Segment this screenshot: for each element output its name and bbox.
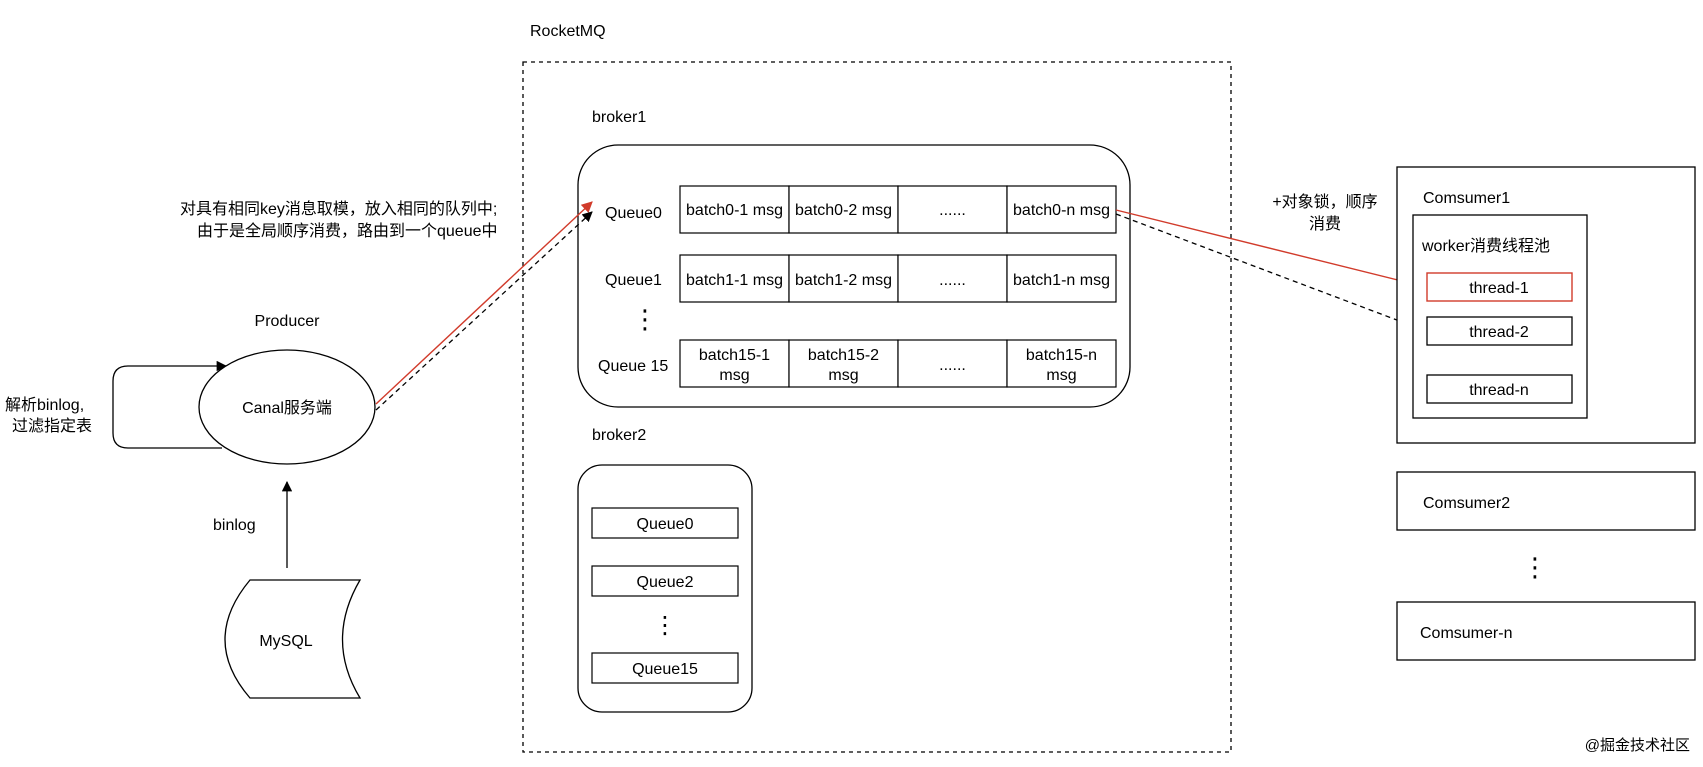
- producer-loop-label: 过滤指定表: [12, 417, 92, 435]
- producer-loop-label: 解析binlog,: [5, 396, 84, 414]
- producer-self-loop: [112, 360, 228, 449]
- lock-note-line: 消费: [1309, 215, 1341, 233]
- message-cell-label: batch1-2 msg: [795, 272, 892, 289]
- message-cell-label: batch0-1 msg: [686, 202, 783, 219]
- worker-pool-title: worker消费线程池: [1421, 237, 1550, 255]
- broker1-queue-label: Queue1: [605, 272, 662, 289]
- thread-label: thread-2: [1469, 324, 1529, 341]
- broker2-queue-label: Queue2: [637, 574, 694, 591]
- rocketmq-container: [522, 61, 1232, 753]
- lock-note-line: +对象锁，顺序: [1272, 193, 1377, 211]
- broker2-queue: [591, 507, 739, 539]
- broker1-ellipsis: ⋮: [632, 304, 658, 334]
- thread-n-box: [1426, 374, 1573, 404]
- broker2-title: broker2: [592, 427, 646, 444]
- thread-label: thread-n: [1469, 382, 1529, 399]
- message-cell-label: batch0-n msg: [1013, 202, 1110, 219]
- message-cell-label: batch1-1 msg: [686, 272, 783, 289]
- message-cell: [897, 185, 1008, 234]
- message-cell: [1006, 254, 1117, 303]
- message-cell: [1006, 185, 1117, 234]
- message-cell-label: batch0-2 msg: [795, 202, 892, 219]
- broker2-queue-label: Queue15: [632, 661, 698, 678]
- canal-node-label: Canal服务端: [242, 399, 332, 417]
- mysql-node: [224, 579, 362, 699]
- broker1-queue-label: Queue0: [605, 205, 662, 222]
- routing-note-line: 由于是全局顺序消费，路由到一个queue中: [197, 222, 498, 240]
- message-cell: [788, 254, 899, 303]
- canal-node: [198, 349, 376, 465]
- mysql-label: MySQL: [259, 633, 312, 650]
- broker2-queue-label: Queue0: [637, 516, 694, 533]
- broker2-ellipsis: ⋮: [653, 612, 677, 639]
- routing-note-line: 对具有相同key消息取模，放入相同的队列中;: [180, 200, 497, 218]
- consumer2-box: [1396, 471, 1696, 531]
- message-cell: [788, 185, 899, 234]
- producer-to-queue0-arrow-red: [375, 201, 593, 405]
- message-cell: [679, 254, 790, 303]
- producer-title: Producer: [255, 313, 321, 330]
- queue0-to-thread1-arrow: [1115, 209, 1428, 291]
- message-cell: [897, 339, 1008, 388]
- consumer-label: Comsumer2: [1423, 495, 1510, 512]
- consumer-n-box: [1396, 601, 1696, 661]
- message-cell-label: ......: [939, 357, 966, 374]
- broker2-queue: [591, 565, 739, 597]
- binlog-edge-label: binlog: [213, 517, 256, 534]
- thread-2-box: [1426, 316, 1573, 346]
- producer-to-queue0-arrow-dashed: [375, 211, 593, 411]
- message-cell: [679, 339, 790, 388]
- thread-1-box: [1426, 272, 1573, 302]
- message-cell-label: batch1-n msg: [1013, 272, 1110, 289]
- message-cell: [1006, 339, 1117, 388]
- consumer-label: Comsumer-n: [1420, 625, 1512, 642]
- queue0-to-thread2-arrow: [1115, 213, 1427, 333]
- rocketmq-title: RocketMQ: [530, 23, 606, 40]
- broker1-queue-label: Queue 15: [598, 358, 668, 375]
- watermark: @掘金技术社区: [1585, 737, 1690, 754]
- message-cell: [788, 339, 899, 388]
- message-cell: [679, 185, 790, 234]
- consumers-ellipsis: ⋮: [1522, 552, 1548, 582]
- broker1-title: broker1: [592, 109, 646, 126]
- thread-label: thread-1: [1469, 280, 1529, 297]
- message-cell-label: ......: [939, 272, 966, 289]
- broker2-queue: [591, 652, 739, 684]
- consumer1-title: Comsumer1: [1423, 190, 1510, 207]
- message-cell-label: ......: [939, 202, 966, 219]
